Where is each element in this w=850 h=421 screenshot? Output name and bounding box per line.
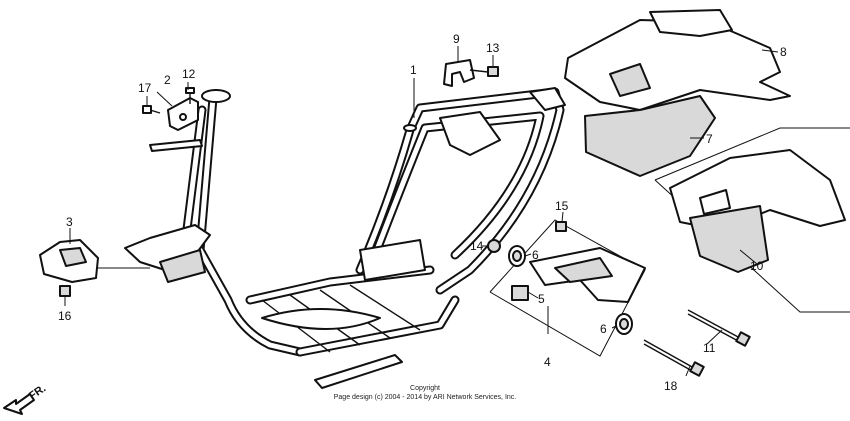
- copyright-line-2: Page design (c) 2004 - 2014 by ARI Netwo…: [334, 394, 517, 401]
- bolt-part-11: [687, 309, 751, 347]
- callout-2: 2: [164, 73, 171, 87]
- callout-8: 8: [780, 45, 787, 59]
- callout-16: 16: [58, 309, 72, 323]
- callout-4: 4: [544, 355, 551, 369]
- bracket-part-2: [167, 97, 199, 131]
- bushing-part-6-lower: [615, 313, 633, 335]
- copyright-line-1: Copyright: [410, 385, 440, 392]
- callout-3: 3: [66, 215, 73, 229]
- front-direction-arrow-icon: [3, 393, 35, 415]
- callout-1: 1: [410, 63, 417, 77]
- callout-17: 17: [138, 81, 152, 95]
- bolt-part-18: [643, 339, 705, 377]
- washer-part-14: [487, 239, 501, 253]
- callout-5: 5: [538, 292, 545, 306]
- callout-10: 10: [750, 259, 764, 273]
- inner-fender-part-8: [564, 9, 791, 111]
- inner-fender-part-10: [669, 149, 846, 273]
- callout-14: 14: [470, 239, 484, 253]
- callout-9: 9: [453, 32, 460, 46]
- bolt-part-12: [185, 87, 195, 104]
- callout-12: 12: [182, 67, 196, 81]
- damper-part-5: [511, 285, 529, 301]
- nut-part-15: [555, 221, 567, 232]
- splash-guard-part-7: [584, 95, 716, 177]
- clip-part-9: [443, 59, 489, 87]
- nut-part-13: [487, 66, 499, 77]
- leader-lines: [64, 46, 779, 377]
- callout-18: 18: [664, 379, 678, 393]
- bushing-part-6-upper: [508, 245, 526, 267]
- nut-part-16: [59, 285, 71, 297]
- callout-6-upper: 6: [532, 248, 539, 262]
- rod-near-bracket: [149, 139, 203, 152]
- hanger-bracket-part-4: [529, 247, 646, 303]
- callout-13: 13: [486, 41, 500, 55]
- mount-bracket-part-3: [39, 239, 150, 283]
- callout-6-lower: 6: [600, 322, 607, 336]
- bolt-part-17: [142, 105, 161, 114]
- callout-7: 7: [706, 132, 713, 146]
- callout-11: 11: [703, 341, 716, 355]
- callout-15: 15: [555, 199, 569, 213]
- frame-body: [124, 87, 566, 389]
